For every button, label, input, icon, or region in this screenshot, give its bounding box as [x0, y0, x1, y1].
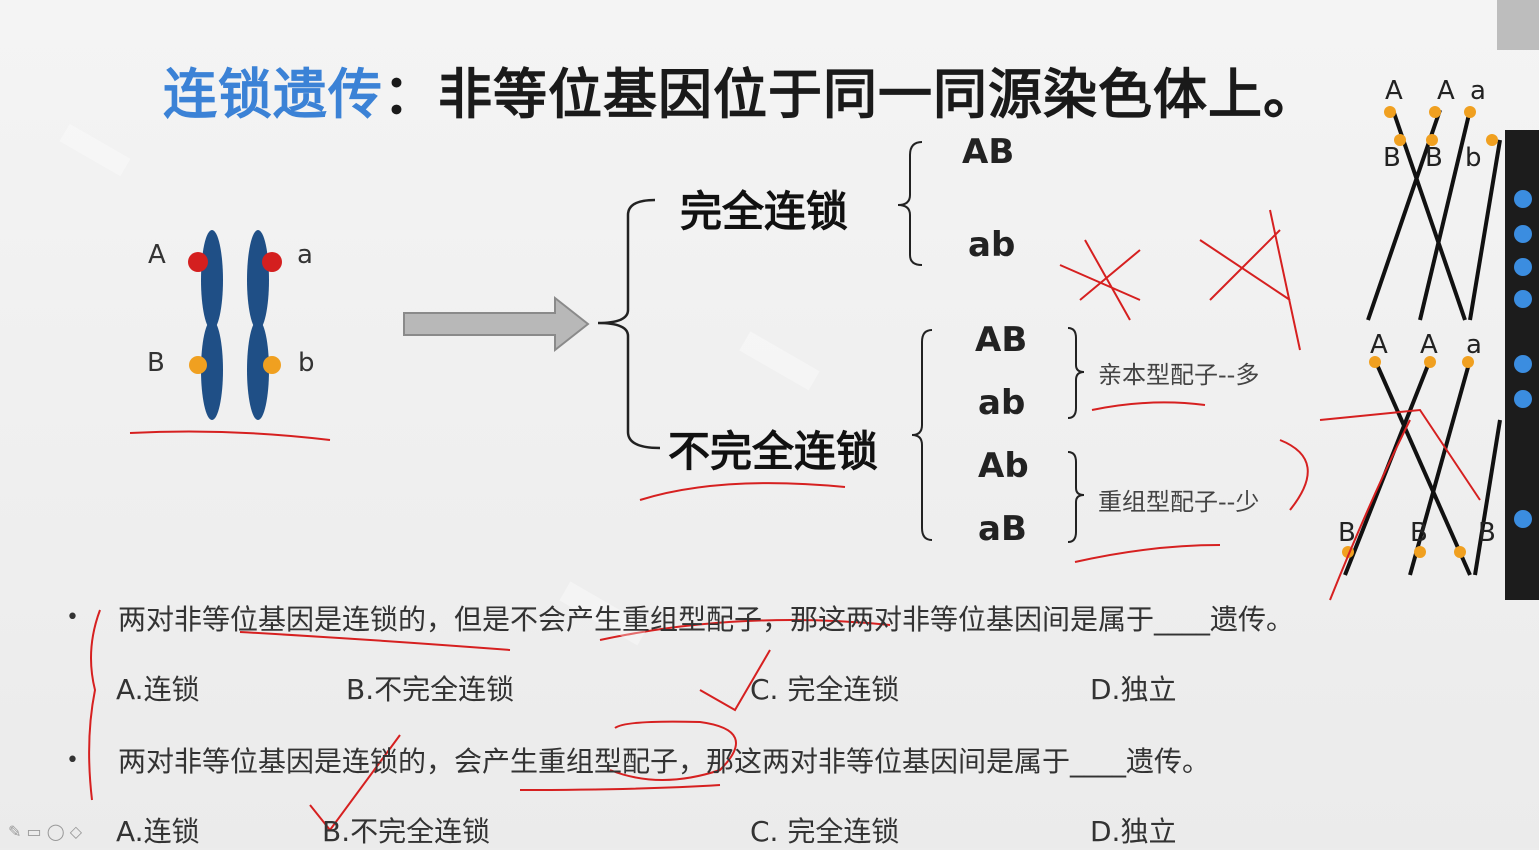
allele-dot-B — [189, 356, 207, 374]
question-2-text: 两对非等位基因是连锁的，会产生重组型配子，那这两对非等位基因间是属于____遗传… — [118, 745, 1211, 778]
question-2-option-b[interactable]: B.不完全连锁 — [322, 815, 491, 848]
cross-lower-bottom-label-1: B — [1338, 518, 1356, 548]
title-rest: ：非等位基因位于同一同源染色体上。 — [383, 63, 1318, 126]
side-avatar-icon[interactable] — [1514, 290, 1532, 308]
cross-top-label-1: A — [1385, 76, 1403, 106]
question-1-option-c[interactable]: C. 完全连锁 — [750, 673, 900, 706]
allele-dot-b — [263, 356, 281, 374]
allele-dot-A — [188, 252, 208, 272]
cross-top-label-3: a — [1470, 76, 1486, 106]
cross-top-bottom-label-3: b — [1465, 143, 1482, 173]
side-avatar-icon[interactable] — [1514, 225, 1532, 243]
question-2-bullet: • — [66, 748, 79, 773]
question-2-option-d[interactable]: D.独立 — [1090, 815, 1177, 848]
incomplete-brace — [911, 329, 933, 541]
side-avatar-icon[interactable] — [1514, 190, 1532, 208]
allele-label-B: B — [147, 348, 165, 378]
cross-lower-label-3: a — [1466, 330, 1482, 360]
recombinant-note: 重组型配子--少 — [1098, 488, 1260, 516]
allele-dot-a — [262, 252, 282, 272]
cross-dots — [1342, 106, 1498, 558]
question-1-option-b[interactable]: B.不完全连锁 — [346, 673, 515, 706]
cross-top-bottom-label-1: B — [1383, 143, 1401, 173]
crossing-over-bottom — [1343, 359, 1502, 576]
cross-lower-bottom-label-2: B — [1410, 518, 1428, 548]
recombinant-gamete-aB: aB — [978, 509, 1027, 549]
recombinant-brace — [1067, 451, 1085, 543]
cross-lower-bottom-label-3: B — [1478, 518, 1496, 548]
side-avatar-icon[interactable] — [1514, 390, 1532, 408]
parental-note: 亲本型配子--多 — [1098, 361, 1260, 389]
parental-brace — [1067, 327, 1085, 419]
side-avatar-icon[interactable] — [1514, 510, 1532, 528]
handwritten-annotations — [88, 209, 1481, 832]
allele-label-a: a — [297, 240, 313, 270]
question-1-option-d[interactable]: D.独立 — [1090, 673, 1177, 706]
question-1-option-a[interactable]: A.连锁 — [116, 673, 200, 706]
annotation-toolbar-icon[interactable]: ✎ ▭ ◯ ◇ — [8, 822, 82, 841]
cross-top-bottom-label-2: B — [1425, 143, 1443, 173]
question-1-text: 两对非等位基因是连锁的，但是不会产生重组型配子，那这两对非等位基因间是属于___… — [118, 603, 1295, 636]
question-2-option-a[interactable]: A.连锁 — [116, 815, 200, 848]
recombinant-gamete-Ab: Ab — [978, 446, 1029, 486]
complete-linkage-label: 完全连锁 — [680, 187, 849, 236]
complete-gamete-ab: ab — [968, 225, 1016, 265]
complete-brace — [897, 141, 923, 266]
title-highlight: 连锁遗传 — [163, 63, 383, 126]
right-arrow — [403, 295, 590, 353]
cross-top-label-2: A — [1437, 76, 1455, 106]
side-avatar-icon[interactable] — [1514, 355, 1532, 373]
chromosome-right — [247, 230, 269, 420]
main-brace — [597, 198, 661, 450]
complete-gamete-AB: AB — [962, 132, 1015, 172]
cross-lower-label-2: A — [1420, 330, 1438, 360]
watermark — [59, 123, 820, 646]
allele-label-A: A — [148, 240, 166, 270]
crossing-over-top — [1366, 109, 1502, 321]
parental-gamete-AB: AB — [975, 320, 1028, 360]
cross-lower-label-1: A — [1370, 330, 1388, 360]
incomplete-linkage-label: 不完全连锁 — [668, 427, 879, 476]
question-1-bullet: • — [66, 605, 79, 630]
chromosome-left — [201, 230, 223, 420]
webcam-thumbnail — [1497, 0, 1539, 50]
question-2-option-c[interactable]: C. 完全连锁 — [750, 815, 900, 848]
slide-title: 连锁遗传：非等位基因位于同一同源染色体上。 — [163, 50, 1318, 129]
parental-gamete-ab: ab — [978, 383, 1026, 423]
side-avatar-icon[interactable] — [1514, 258, 1532, 276]
allele-label-b: b — [298, 348, 315, 378]
